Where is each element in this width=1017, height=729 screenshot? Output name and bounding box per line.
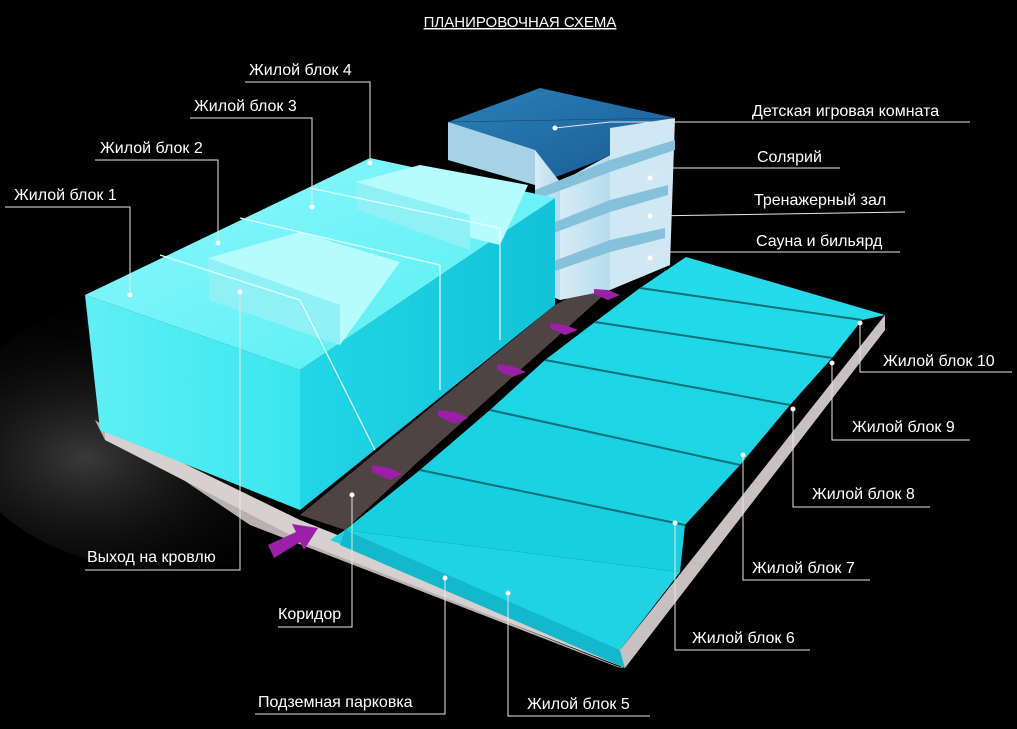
arrow-icon <box>497 364 526 377</box>
label-block-7: Жилой блок 7 <box>752 560 855 577</box>
label-corridor: Коридор <box>278 606 341 623</box>
label-block-5: Жилой блок 5 <box>527 696 630 713</box>
label-sauna: Сауна и бильярд <box>756 233 883 250</box>
label-solarium: Солярий <box>757 149 822 166</box>
arrow-icon <box>438 410 468 424</box>
label-block-10: Жилой блок 10 <box>883 353 995 370</box>
arrow-icon <box>550 323 578 335</box>
label-gym: Тренажерный зал <box>754 192 886 209</box>
diagram-title: ПЛАНИРОВОЧНАЯ СХЕМА <box>424 14 617 31</box>
label-block-9: Жилой блок 9 <box>852 419 955 436</box>
slab-block-7 <box>490 360 790 465</box>
label-block-6: Жилой блок 6 <box>692 630 795 647</box>
arrow-icon <box>372 465 402 480</box>
slab-block-5 <box>345 470 685 572</box>
label-roof-exit: Выход на кровлю <box>87 549 216 566</box>
slab-block-6 <box>420 410 740 525</box>
arrow-icon <box>594 289 620 300</box>
label-block-3: Жилой блок 3 <box>194 98 297 115</box>
leader-lines <box>5 81 1012 717</box>
slab-block-9 <box>595 288 862 358</box>
corridor-arrows <box>268 289 620 558</box>
amenity-tower <box>447 88 676 300</box>
residential-building <box>85 158 555 510</box>
label-block-4: Жилой блок 4 <box>249 62 352 79</box>
slab-block-10 <box>640 257 885 320</box>
label-block-8: Жилой блок 8 <box>812 486 915 503</box>
slab-block-8 <box>545 322 832 405</box>
label-block-2: Жилой блок 2 <box>100 140 203 157</box>
label-block-1: Жилой блок 1 <box>14 187 117 204</box>
label-playroom: Детская игровая комната <box>752 103 939 120</box>
label-parking: Подземная парковка <box>258 694 413 711</box>
roof-exit-arrow-icon <box>268 524 318 558</box>
residential-slabs <box>330 257 885 668</box>
